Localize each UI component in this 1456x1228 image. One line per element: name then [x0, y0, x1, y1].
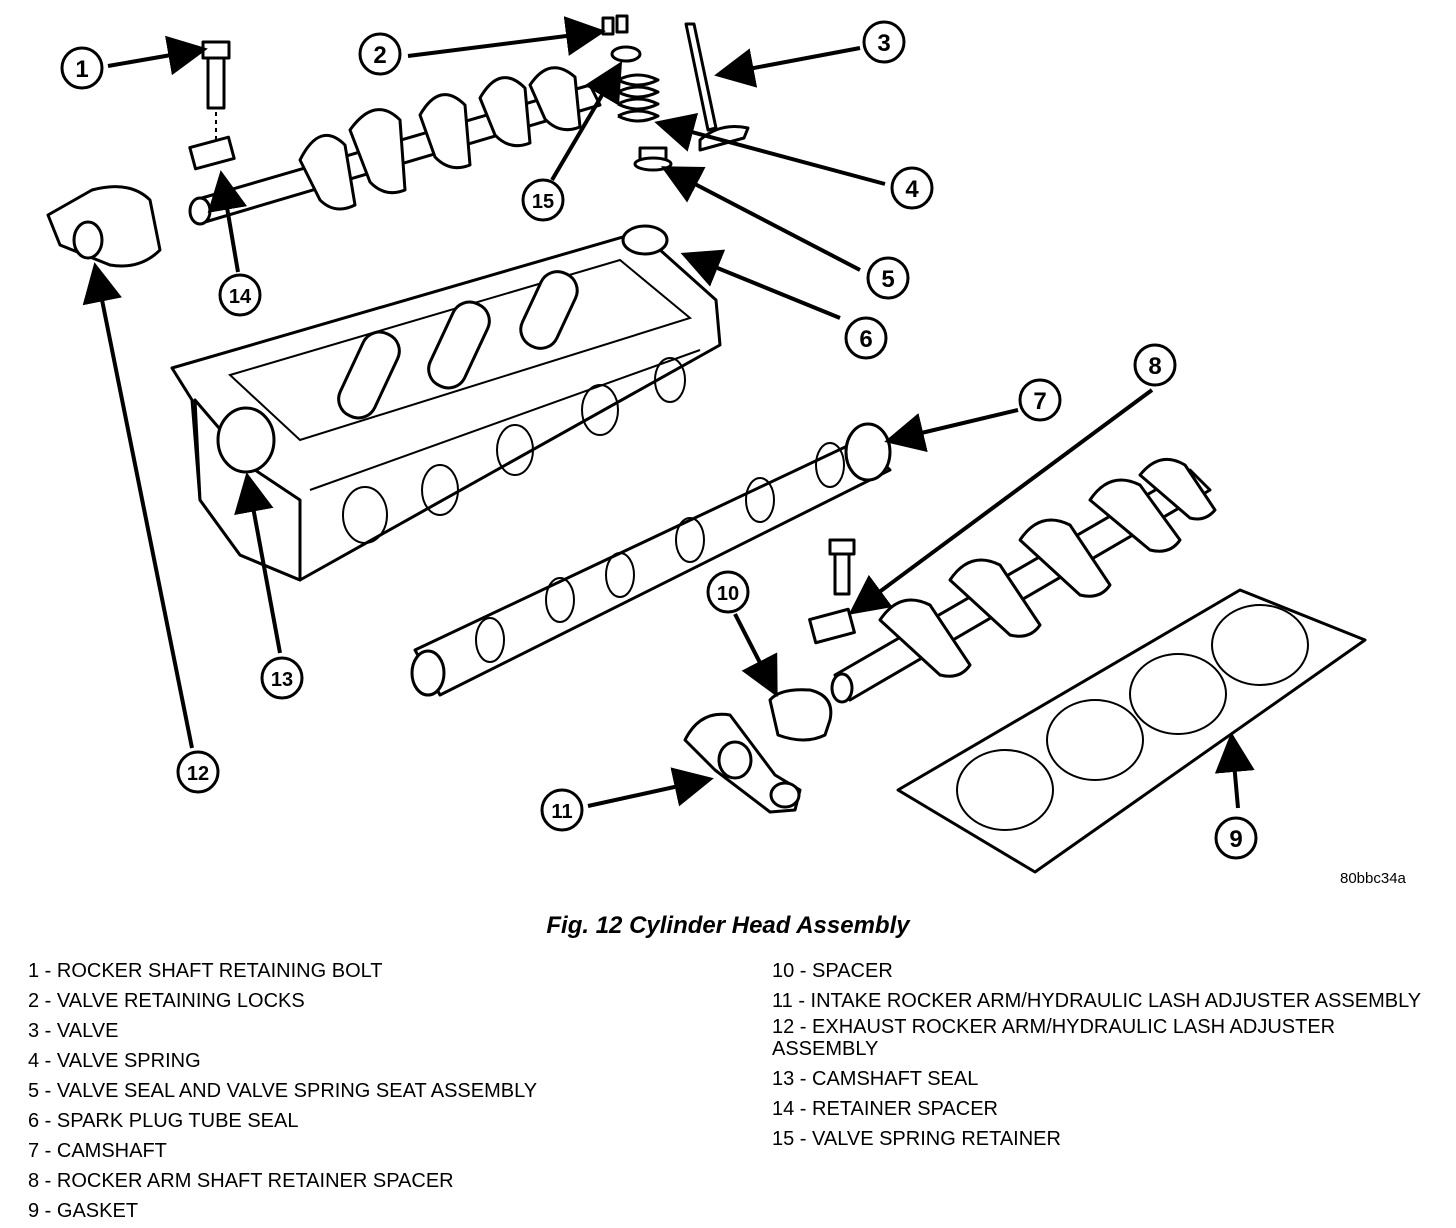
svg-text:8: 8	[1148, 353, 1161, 380]
svg-text:10: 10	[717, 583, 739, 605]
upper-rocker-shaft-assembly	[188, 66, 602, 226]
callout-2: 2	[358, 32, 402, 76]
svg-text:9: 9	[1229, 826, 1242, 853]
callouts: 1 2 3 4 5 6 7 8 9 10 11 12 13 14 15	[60, 20, 1258, 860]
valve-spring-retainer	[610, 45, 642, 63]
callout-7: 7	[1018, 378, 1062, 422]
svg-text:4: 4	[905, 176, 919, 203]
callout-4: 4	[890, 166, 934, 210]
legend-item: 15 - VALVE SPRING RETAINER	[772, 1128, 1061, 1150]
callout-8: 8	[1133, 343, 1177, 387]
legend-item: 8 - ROCKER ARM SHAFT RETAINER SPACER	[28, 1170, 454, 1192]
exhaust-rocker-bore	[72, 220, 104, 260]
valve-seal	[633, 146, 673, 172]
svg-text:1: 1	[75, 56, 88, 83]
image-code: 80bbc34a	[1340, 870, 1406, 887]
legend-item: 7 - CAMSHAFT	[28, 1140, 167, 1162]
svg-text:5: 5	[881, 266, 894, 293]
rocker-shaft-bolt	[201, 40, 231, 142]
legend-item: 10 - SPACER	[772, 960, 893, 982]
valve-spring	[617, 73, 660, 123]
svg-text:15: 15	[532, 191, 554, 213]
legend-left: 1 - ROCKER SHAFT RETAINING BOLT 2 - VALV…	[28, 956, 728, 1226]
svg-text:13: 13	[271, 669, 293, 691]
callout-12: 12	[176, 750, 220, 794]
svg-text:14: 14	[229, 286, 252, 308]
valve-locks	[601, 14, 629, 36]
legend-item: 4 - VALVE SPRING	[28, 1050, 201, 1072]
callout-11: 11	[540, 788, 584, 832]
exploded-diagram: 1 2 3 4 5 6 7 8 9 10 11 12 13 14 15	[46, 14, 1367, 874]
svg-text:3: 3	[877, 30, 890, 57]
spacer	[768, 688, 833, 742]
head-gasket	[896, 588, 1367, 874]
lower-rocker-shaft-assembly	[808, 457, 1217, 704]
camshaft	[410, 422, 892, 697]
callout-14: 14	[218, 273, 262, 317]
intake-rocker-arm	[683, 712, 802, 814]
svg-text:2: 2	[373, 42, 386, 69]
legend-item: 14 - RETAINER SPACER	[772, 1098, 998, 1120]
svg-text:12: 12	[187, 763, 209, 785]
figure-caption: Fig. 12 Cylinder Head Assembly	[546, 912, 910, 939]
legend-item: 12 - EXHAUST ROCKER ARM/HYDRAULIC LASH A…	[772, 1016, 1336, 1060]
svg-text:7: 7	[1033, 388, 1046, 415]
exhaust-rocker-arm	[46, 185, 162, 268]
callout-3: 3	[862, 20, 906, 64]
legend-right: 10 - SPACER 11 - INTAKE ROCKER ARM/HYDRA…	[772, 956, 1432, 1154]
svg-text:6: 6	[859, 326, 872, 353]
callout-1: 1	[60, 46, 104, 90]
legend-item: 6 - SPARK PLUG TUBE SEAL	[28, 1110, 299, 1132]
legend-item: 13 - CAMSHAFT SEAL	[772, 1068, 979, 1090]
legend-item: 3 - VALVE	[28, 1020, 119, 1042]
legend-item: 11 - INTAKE ROCKER ARM/HYDRAULIC LASH AD…	[772, 990, 1422, 1012]
leader-arrows	[82, 16, 1255, 809]
legend-item: 9 - GASKET	[28, 1200, 139, 1222]
valve	[684, 22, 750, 152]
svg-text:11: 11	[551, 801, 572, 823]
legend-item: 5 - VALVE SEAL AND VALVE SPRING SEAT ASS…	[28, 1080, 538, 1102]
legend-item: 2 - VALVE RETAINING LOCKS	[28, 990, 305, 1012]
callout-13: 13	[260, 656, 304, 700]
callout-10: 10	[706, 570, 750, 614]
callout-6: 6	[844, 316, 888, 360]
callout-9: 9	[1214, 816, 1258, 860]
callout-5: 5	[866, 256, 910, 300]
legend-item: 1 - ROCKER SHAFT RETAINING BOLT	[28, 960, 383, 982]
callout-15: 15	[521, 178, 565, 222]
